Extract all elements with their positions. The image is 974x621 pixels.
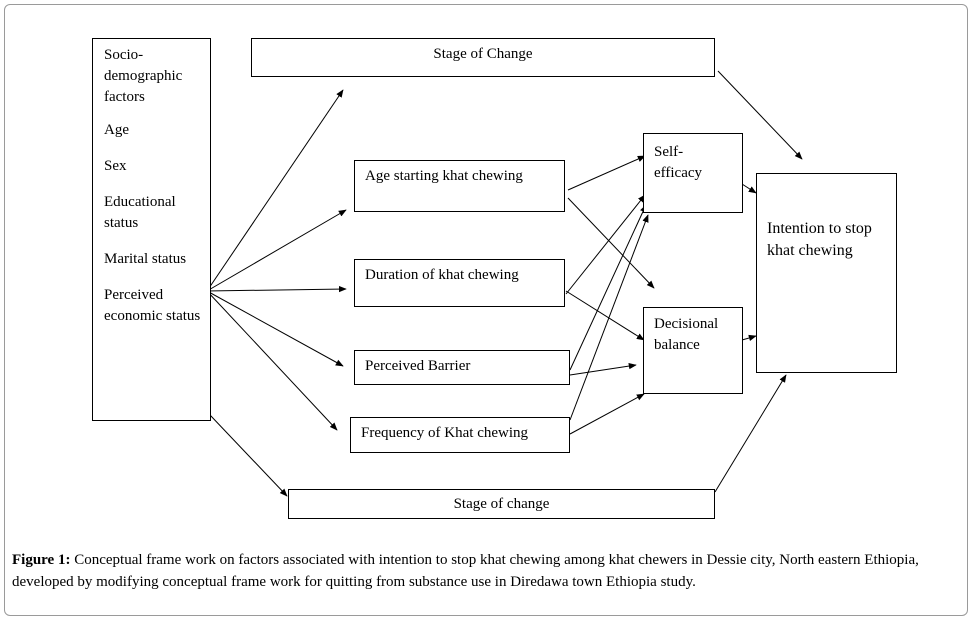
arrow-stage-top-to-intention: [717, 70, 803, 160]
arrow-stage-bottom-to-intention: [714, 374, 787, 493]
decisional-balance-box: Decisional balance: [643, 307, 743, 394]
arrow-duration-to-self-efficacy: [565, 194, 646, 295]
duration-label: Duration of khat chewing: [365, 267, 519, 283]
perceived-barrier-label: Perceived Barrier: [365, 358, 471, 374]
socio-item-educational-status: Educational status: [104, 194, 176, 231]
arrow-age-to-decisional: [567, 197, 655, 289]
intention-box: Intention to stop khat chewing: [756, 173, 897, 373]
intention-line-1: Intention to stop: [767, 220, 872, 237]
arrow-duration-to-decisional: [565, 290, 645, 341]
stage-of-change-top-box: Stage of Change: [251, 38, 715, 77]
socio-item-sex: Sex: [104, 158, 127, 174]
socio-item-economic-status: Perceived economic status: [104, 287, 201, 324]
arrow-barrier-to-decisional: [569, 362, 637, 376]
socio-line-3: factors: [104, 89, 145, 105]
self-efficacy-line-1: Self-: [654, 144, 684, 160]
age-starting-box: Age starting khat chewing: [354, 160, 565, 212]
arrow-socio-to-barrier: [206, 290, 344, 367]
self-efficacy-line-2: efficacy: [654, 165, 703, 181]
stage-of-change-bottom-label: Stage of change: [453, 496, 550, 512]
intention-line-2: khat chewing: [767, 242, 853, 259]
caption-label: Figure 1:: [12, 552, 71, 568]
arrow-age-to-self-efficacy: [567, 155, 646, 191]
arrow-frequency-to-decisional: [569, 393, 645, 435]
socio-item-marital-status: Marital status: [104, 251, 187, 267]
figure-caption: Figure 1: Conceptual frame work on facto…: [12, 549, 967, 593]
stage-of-change-top-label: Stage of Change: [433, 46, 533, 62]
caption-text: Conceptual frame work on factors associa…: [12, 552, 919, 590]
socio-line-1: Socio-: [104, 47, 144, 63]
duration-box: Duration of khat chewing: [354, 259, 565, 307]
socio-demographic-box: Socio- demographic factors Age Sex Educa…: [92, 38, 211, 421]
frequency-label: Frequency of Khat chewing: [361, 425, 529, 441]
arrow-decisional-to-intention: [741, 334, 757, 342]
figure-frame: [4, 4, 968, 616]
arrow-socio-to-stage-bottom: [209, 414, 288, 497]
arrow-socio-to-age-starting: [206, 209, 347, 292]
arrow-self-efficacy-to-intention: [741, 183, 757, 194]
arrow-socio-to-stage-top: [206, 89, 344, 292]
frequency-box: Frequency of Khat chewing: [350, 417, 570, 453]
arrow-socio-to-frequency: [206, 290, 338, 431]
perceived-barrier-box: Perceived Barrier: [354, 350, 570, 385]
arrow-barrier-to-self-efficacy: [569, 204, 647, 371]
self-efficacy-box: Self- efficacy: [643, 133, 743, 213]
age-starting-label: Age starting khat chewing: [365, 168, 523, 184]
socio-item-age: Age: [104, 122, 129, 138]
decisional-line-2: balance: [654, 337, 700, 353]
decisional-line-1: Decisional: [654, 316, 719, 332]
socio-line-2: demographic: [104, 68, 183, 84]
arrow-socio-to-duration: [206, 285, 347, 293]
stage-of-change-bottom-box: Stage of change: [288, 489, 715, 519]
